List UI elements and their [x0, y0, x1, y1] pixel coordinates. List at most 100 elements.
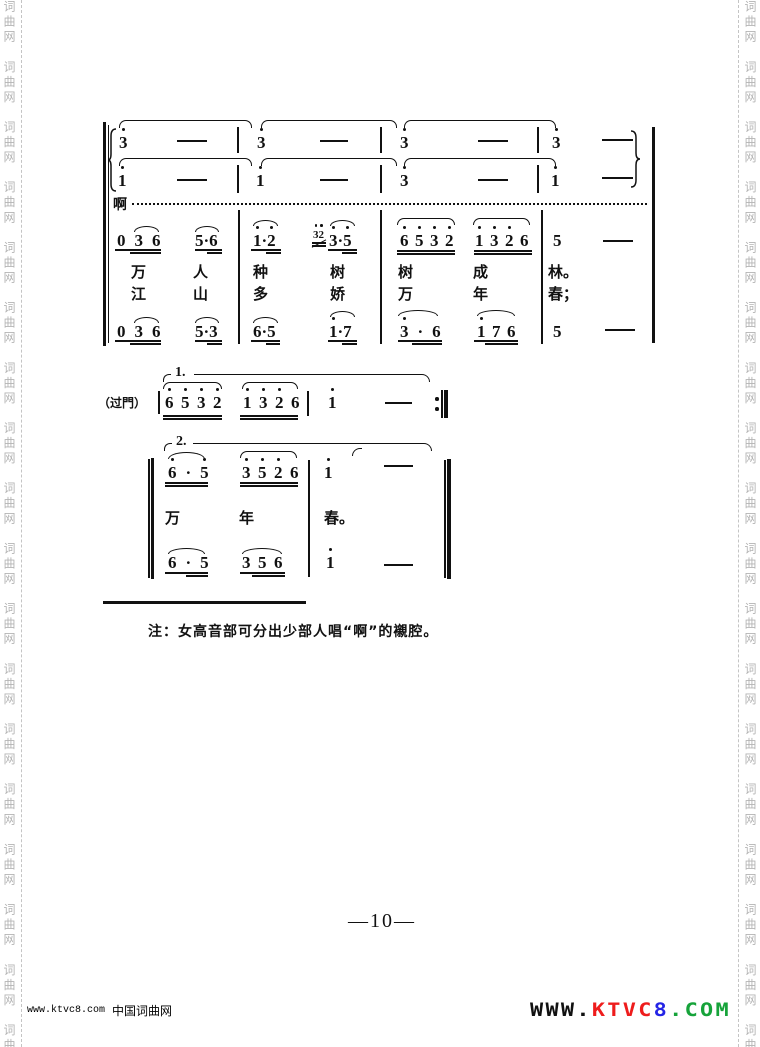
lyric: 种 [253, 263, 269, 281]
page-number: —10— [348, 910, 416, 932]
note-digit: 5 [343, 226, 352, 250]
note-digit: 6 [520, 231, 529, 250]
note-digit: 6 [165, 388, 174, 412]
note-digit: 3 [400, 166, 409, 190]
footer-site-url: www.ktvc8.com [27, 1005, 106, 1016]
beam-underline [115, 249, 161, 251]
note-digit: 1 [118, 166, 127, 190]
tie [119, 120, 252, 128]
note-digit: 2 [318, 224, 324, 241]
augmentation-dot: · [261, 231, 268, 250]
lyric: 年 [473, 285, 489, 303]
note-group: 1 3 2 6 [243, 388, 300, 412]
note-group: 1 7 6 [477, 317, 516, 341]
barline [158, 391, 160, 414]
barline [380, 165, 382, 193]
slur [253, 317, 278, 323]
note-digit: 3 [329, 226, 338, 250]
dotted-continuation-line [132, 203, 647, 205]
note-digit: 6 [400, 226, 409, 250]
note-digit: 6 [209, 231, 218, 250]
note-digit: 3 [257, 128, 266, 152]
note-group: 3 5 2 6 [242, 458, 299, 482]
barline [380, 210, 382, 344]
note-digit: 3 [259, 388, 268, 412]
note-digit: 7 [343, 322, 352, 341]
beam-underline [240, 418, 298, 420]
slur [195, 317, 219, 323]
lyric: 树 [398, 263, 414, 281]
note-digit: 6 [168, 458, 177, 482]
volta-number: 1. [175, 365, 186, 380]
footer-logo: WWW.KTVC8.COM [530, 1001, 731, 1020]
augmentation-dot: · [185, 553, 192, 572]
beam-underline [474, 253, 532, 255]
note-digit: 6 [274, 553, 283, 572]
note-group: 6·5 [253, 323, 276, 341]
augmentation-dot: · [337, 322, 344, 341]
slur-fragment [352, 448, 362, 456]
logo-part-8: 8 [653, 999, 670, 1021]
note-digit: 2 [505, 226, 514, 250]
note-digit: 6 [152, 231, 161, 250]
note-digit: 6 [152, 322, 161, 341]
note-digit: 3 [134, 231, 144, 250]
note-digit: 2 [267, 226, 276, 250]
tie [404, 120, 556, 128]
beam-underline [397, 253, 455, 255]
note-group: 5 [553, 323, 562, 341]
slur [195, 226, 219, 232]
slur [473, 218, 530, 225]
note-digit: 5 [195, 322, 204, 341]
hold-dash: — [605, 329, 635, 331]
note-digit: 2 [274, 458, 283, 482]
note-digit: 5 [200, 458, 209, 482]
beam-underline [240, 482, 298, 484]
note-group: 1 [326, 548, 335, 572]
note-group: 6 5 3 2 [400, 226, 454, 250]
note-digit: 1 [329, 317, 338, 341]
note-group: 1 [551, 166, 560, 190]
beam-underline [398, 340, 442, 342]
beam-underline [328, 340, 357, 342]
slur [168, 548, 205, 554]
note-digit: 3 [490, 226, 499, 250]
barline [380, 127, 382, 153]
note-digit: 1 [243, 388, 252, 412]
slur [330, 311, 355, 317]
volta-bracket [194, 374, 430, 382]
tie [119, 158, 252, 166]
note-digit: 3 [400, 317, 409, 341]
margin-dashed-line-left [21, 0, 22, 1047]
note-group: 3 5 6 [242, 554, 283, 572]
beam-underline [130, 343, 161, 345]
system-bracket-thick [103, 122, 106, 346]
lyric: 万 [165, 509, 181, 527]
beam-underline [266, 343, 280, 345]
hold-dash: — [320, 140, 348, 142]
note-digit: 5 [258, 553, 267, 572]
logo-part-ktvc: KTVC [591, 999, 654, 1021]
note-digit: 3 [430, 226, 439, 250]
beam-underline [165, 482, 208, 484]
tie [404, 158, 556, 166]
hold-dash: — [384, 564, 413, 566]
slur [253, 220, 278, 226]
note-digit: 1 [326, 548, 335, 572]
beam-underline [474, 340, 518, 342]
beam-underline [165, 572, 208, 574]
tie [261, 120, 397, 128]
descant-syllable: 啊 [113, 197, 127, 213]
note-group: 6 5 3 2 [165, 388, 222, 412]
beam-underline [342, 252, 357, 254]
lyric: 人 [193, 263, 209, 281]
lyric: 年 [239, 509, 255, 527]
beam-underline [485, 343, 518, 345]
barline [537, 165, 539, 193]
note-digit: 3 [197, 388, 206, 412]
note-digit: 1 [256, 166, 265, 190]
barline [307, 391, 309, 416]
note-digit: 3 [400, 128, 409, 152]
end-barline-thick [652, 127, 655, 343]
